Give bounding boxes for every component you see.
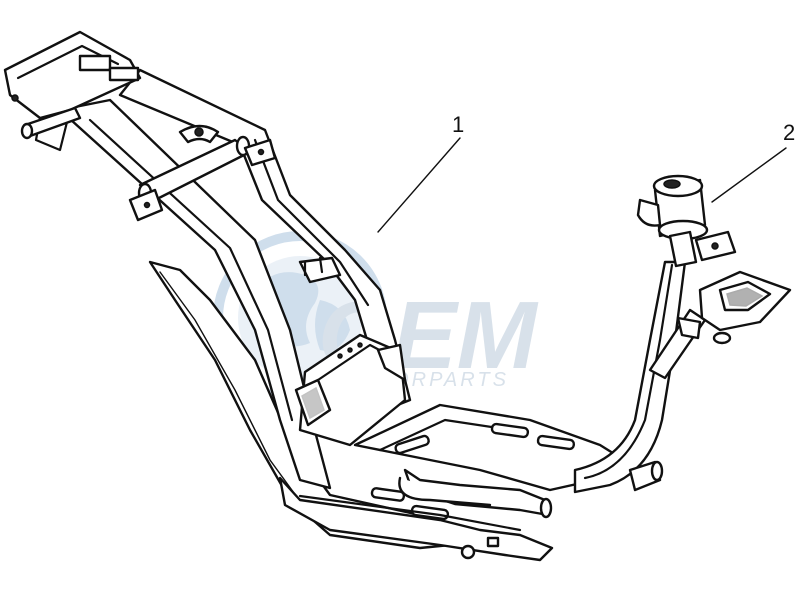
part-1-main-frame <box>3 30 707 562</box>
callout-1-leader <box>377 137 461 233</box>
callout-1: 1 <box>377 112 464 233</box>
callout-2-number: 2 <box>783 120 795 145</box>
callout-2: 2 <box>711 120 795 203</box>
callout-1-number: 1 <box>452 112 464 137</box>
callout-2-leader <box>711 147 787 203</box>
part-2-steering-head <box>636 174 792 345</box>
